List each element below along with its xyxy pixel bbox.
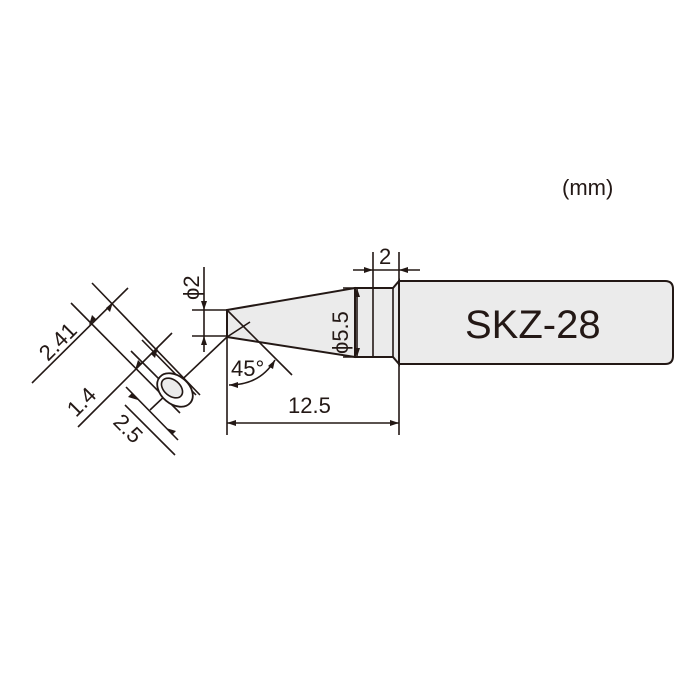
tip-diameter-label: ϕ2 — [179, 275, 204, 300]
bevel-angle-dimension: 45° — [226, 309, 293, 388]
tip-shank — [398, 280, 674, 365]
flange-width-label: 2 — [379, 244, 391, 269]
model-label: SKZ-28 — [465, 303, 601, 347]
tip-collar — [354, 278, 400, 367]
units-label: (mm) — [562, 175, 613, 200]
tip-length-dimension: 12.5 — [226, 337, 400, 435]
flange-width-dimension: 2 — [353, 244, 420, 288]
tip-length-label: 12.5 — [288, 393, 331, 418]
bevel-end-view — [70, 282, 228, 456]
bevel-angle-label: 45° — [231, 356, 264, 381]
bevel-minor-label: 1.4 — [62, 382, 101, 421]
bevel-minor-dimension: 1.4 — [62, 332, 173, 428]
tip-diameter-dimension: ϕ2 — [179, 267, 227, 352]
bevel-major-label: 2.5 — [108, 409, 147, 448]
body-diameter-label: ϕ5.5 — [328, 311, 353, 354]
bevel-face-dimension: 2.41 — [31, 287, 129, 384]
bevel-face-label: 2.41 — [34, 318, 82, 366]
body-diameter-dimension: ϕ5.5 — [328, 287, 360, 358]
